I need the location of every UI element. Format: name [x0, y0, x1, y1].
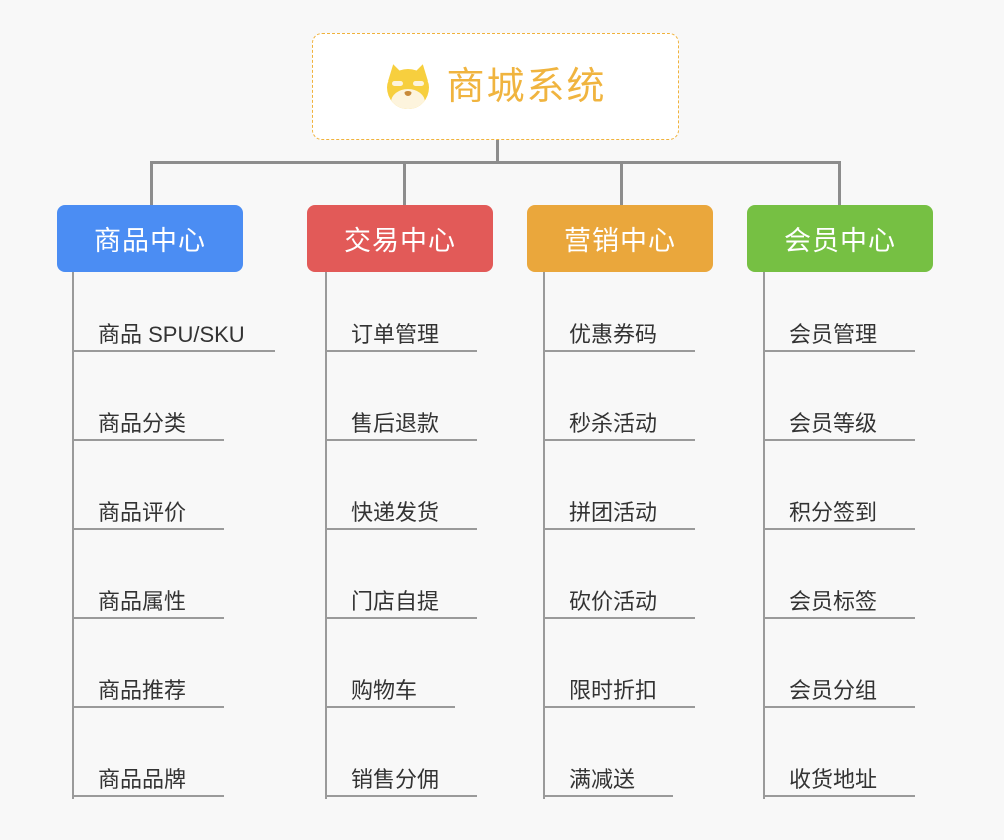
leaf-label: 商品品牌 — [98, 767, 187, 792]
branch-trunk-2 — [325, 272, 327, 799]
leaf-label: 销售分佣 — [351, 767, 440, 792]
leaf-label: 积分签到 — [789, 500, 878, 525]
leaf-underline — [543, 350, 695, 352]
branch-stem-3 — [620, 161, 623, 205]
leaf-underline — [72, 350, 275, 352]
leaf-label: 满减送 — [569, 767, 636, 792]
leaf-underline — [543, 706, 695, 708]
leaf-label: 砍价活动 — [569, 589, 658, 614]
leaf-underline — [543, 439, 695, 441]
leaf-underline — [72, 706, 224, 708]
leaf-label: 会员等级 — [789, 411, 878, 436]
category-label: 营销中心 — [564, 226, 676, 256]
leaf-label: 拼团活动 — [569, 500, 658, 525]
leaf-label: 商品评价 — [98, 500, 187, 525]
branch-stem-2 — [403, 161, 406, 205]
leaf-label: 快递发货 — [351, 500, 440, 525]
leaf-underline — [763, 528, 915, 530]
leaf-underline — [763, 617, 915, 619]
category-label: 交易中心 — [344, 226, 456, 256]
category-card-4[interactable]: 会员中心 — [747, 205, 933, 272]
leaf-label: 会员分组 — [789, 678, 878, 703]
leaf-underline — [763, 439, 915, 441]
leaf-label: 商品属性 — [98, 589, 187, 614]
shiba-inu-icon — [384, 61, 433, 111]
leaf-label: 售后退款 — [351, 411, 440, 436]
leaf-underline — [763, 706, 915, 708]
leaf-label: 购物车 — [351, 678, 418, 703]
leaf-underline — [543, 528, 695, 530]
leaf-underline — [543, 617, 695, 619]
leaf-underline — [763, 795, 915, 797]
leaf-label: 订单管理 — [351, 322, 440, 347]
leaf-underline — [543, 795, 673, 797]
leaf-underline — [72, 439, 224, 441]
category-card-1[interactable]: 商品中心 — [57, 205, 243, 272]
leaf-label: 会员管理 — [789, 322, 878, 347]
branch-stem-1 — [150, 161, 153, 205]
leaf-underline — [325, 706, 455, 708]
leaf-label: 会员标签 — [789, 589, 878, 614]
leaf-label: 商品推荐 — [98, 678, 187, 703]
leaf-underline — [325, 439, 477, 441]
leaf-underline — [325, 617, 477, 619]
leaf-underline — [72, 795, 224, 797]
leaf-underline — [325, 795, 477, 797]
branch-trunk-3 — [543, 272, 545, 799]
leaf-label: 商品分类 — [98, 411, 187, 436]
category-card-3[interactable]: 营销中心 — [527, 205, 713, 272]
category-label: 会员中心 — [784, 226, 896, 256]
branch-trunk-4 — [763, 272, 765, 799]
root-stem — [496, 140, 499, 164]
category-label: 商品中心 — [94, 226, 206, 256]
leaf-underline — [763, 350, 915, 352]
leaf-label: 商品 SPU/SKU — [98, 322, 245, 347]
leaf-label: 门店自提 — [351, 589, 440, 614]
leaf-underline — [325, 350, 477, 352]
horizontal-bus — [150, 161, 841, 164]
leaf-underline — [325, 528, 477, 530]
leaf-label: 限时折扣 — [569, 678, 658, 703]
branch-trunk-1 — [72, 272, 74, 799]
leaf-underline — [72, 528, 224, 530]
leaf-label: 优惠券码 — [569, 322, 658, 347]
branch-stem-4 — [838, 161, 841, 205]
leaf-label: 收货地址 — [789, 767, 878, 792]
leaf-underline — [72, 617, 224, 619]
leaf-label: 秒杀活动 — [569, 411, 658, 436]
category-card-2[interactable]: 交易中心 — [307, 205, 493, 272]
root-title: 商城系统 — [446, 65, 607, 108]
root-node[interactable]: 商城系统 — [312, 33, 679, 140]
